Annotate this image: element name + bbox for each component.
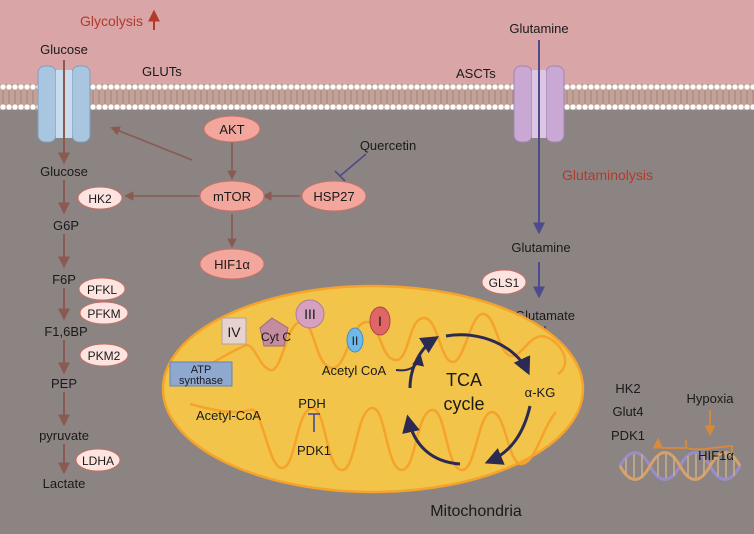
gene-glut4: Glut4 bbox=[612, 404, 643, 419]
glut-transporter bbox=[37, 65, 91, 143]
svg-text:III: III bbox=[304, 306, 316, 322]
enzyme-pfkm: PFKM bbox=[79, 301, 129, 325]
svg-text:II: II bbox=[352, 334, 359, 348]
complex-i: I bbox=[369, 306, 391, 336]
enzyme-hk2: HK2 bbox=[77, 186, 123, 210]
akg-label: α-KG bbox=[525, 385, 556, 400]
metabolite-g6p: G6P bbox=[53, 218, 79, 233]
atp-synthase: ATP synthase bbox=[169, 361, 233, 387]
hif1a-gene-label: HIF1α bbox=[698, 448, 734, 463]
svg-text:GLS1: GLS1 bbox=[489, 276, 520, 290]
glucose-extracellular: Glucose bbox=[40, 42, 88, 57]
complex-iii: III bbox=[295, 299, 325, 329]
cell-membrane bbox=[0, 84, 754, 110]
svg-text:AKT: AKT bbox=[219, 122, 244, 137]
metabolite-lactate: Lactate bbox=[43, 476, 86, 491]
svg-text:LDHA: LDHA bbox=[82, 454, 114, 468]
acetyl-coa: Acetyl CoA bbox=[322, 363, 387, 378]
enzyme-gls1: GLS1 bbox=[481, 269, 527, 295]
extracellular-space bbox=[0, 0, 754, 88]
complex-iv: IV bbox=[221, 317, 247, 345]
enzyme-ldha: LDHA bbox=[75, 448, 121, 472]
inner-membrane-top bbox=[185, 312, 567, 380]
enzyme-pfkl: PFKL bbox=[78, 277, 126, 301]
svg-text:ATP: ATP bbox=[191, 364, 212, 376]
enzyme-pkm2: PKM2 bbox=[79, 343, 129, 367]
svg-text:IV: IV bbox=[227, 324, 241, 340]
metabolite-pep: PEP bbox=[51, 376, 77, 391]
node-hsp27: HSP27 bbox=[301, 180, 367, 212]
complex-ii: II bbox=[346, 327, 364, 353]
glutaminolysis-label: Glutaminolysis bbox=[562, 167, 653, 183]
hif1a-binding-arrow bbox=[652, 437, 733, 452]
gene-pdk1: PDK1 bbox=[611, 428, 645, 443]
node-akt: AKT bbox=[203, 115, 261, 143]
tca-label-line1: TCA bbox=[446, 370, 482, 390]
svg-text:HK2: HK2 bbox=[88, 192, 112, 206]
gene-hk2: HK2 bbox=[615, 381, 640, 396]
glutamine-intracellular: Glutamine bbox=[511, 240, 570, 255]
tca-cycle-arrows bbox=[395, 333, 532, 466]
quercetin-label: Quercetin bbox=[360, 138, 416, 153]
pdk1-inhibition bbox=[308, 413, 320, 432]
signaling-arrows bbox=[110, 126, 300, 248]
mitochondria-label: Mitochondria bbox=[430, 503, 522, 520]
gluts-label: GLUTs bbox=[142, 64, 182, 79]
svg-text:PKM2: PKM2 bbox=[88, 349, 121, 363]
quercetin-inhibition bbox=[334, 153, 367, 182]
svg-text:HIF1α: HIF1α bbox=[214, 257, 250, 272]
node-mtor: mTOR bbox=[199, 180, 265, 212]
svg-text:synthase: synthase bbox=[179, 375, 223, 387]
dna-helix bbox=[618, 451, 742, 481]
pdh-label: PDH bbox=[298, 396, 325, 411]
svg-text:mTOR: mTOR bbox=[213, 189, 251, 204]
glycolysis-label: Glycolysis bbox=[80, 13, 143, 29]
metabolite-pyruvate: pyruvate bbox=[39, 428, 89, 443]
svg-text:PFKL: PFKL bbox=[87, 283, 117, 297]
metabolite-f6p: F6P bbox=[52, 272, 76, 287]
asct-transporter bbox=[513, 65, 565, 143]
node-hif1a: HIF1α bbox=[199, 248, 265, 280]
metabolite-f16bp: F1,6BP bbox=[44, 324, 87, 339]
ascts-label: ASCTs bbox=[456, 66, 496, 81]
svg-text:I: I bbox=[378, 313, 382, 329]
svg-text:PFKM: PFKM bbox=[87, 307, 120, 321]
cyt-c: Cyt C bbox=[259, 317, 291, 347]
hypoxia-label: Hypoxia bbox=[687, 391, 735, 406]
acetyl-coa-left: Acetyl-CoA bbox=[196, 408, 261, 423]
metabolite-glucose: Glucose bbox=[40, 164, 88, 179]
pdk1-mito: PDK1 bbox=[297, 443, 331, 458]
tca-label-line2: cycle bbox=[443, 394, 484, 414]
svg-text:Cyt C: Cyt C bbox=[261, 330, 291, 344]
inner-membrane-bottom bbox=[189, 402, 557, 472]
glutamine-extracellular: Glutamine bbox=[509, 21, 568, 36]
svg-text:HSP27: HSP27 bbox=[313, 189, 354, 204]
